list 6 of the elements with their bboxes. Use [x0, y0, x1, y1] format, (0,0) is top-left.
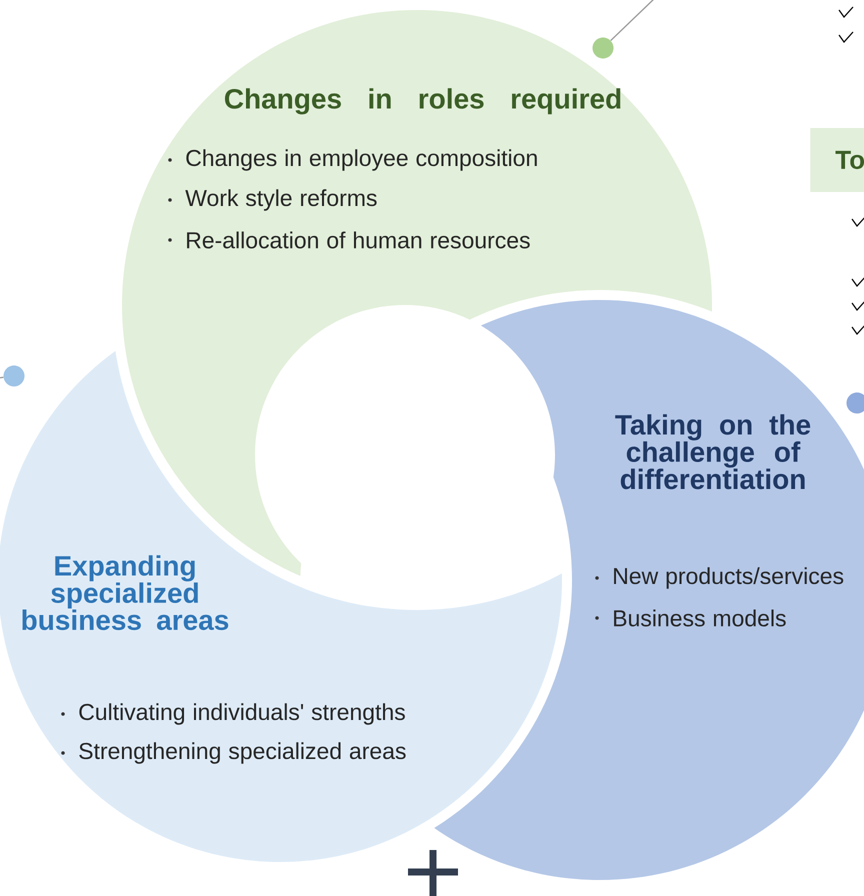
leader-line — [0, 376, 4, 379]
dot — [592, 38, 614, 58]
leader-line — [610, 0, 656, 42]
dot — [4, 366, 24, 386]
heading-box: To — [810, 128, 864, 192]
arc-band: Expanding specialized business areas Cultivating individuals' strengths Strengthening specialized areas — [0, 298, 562, 862]
